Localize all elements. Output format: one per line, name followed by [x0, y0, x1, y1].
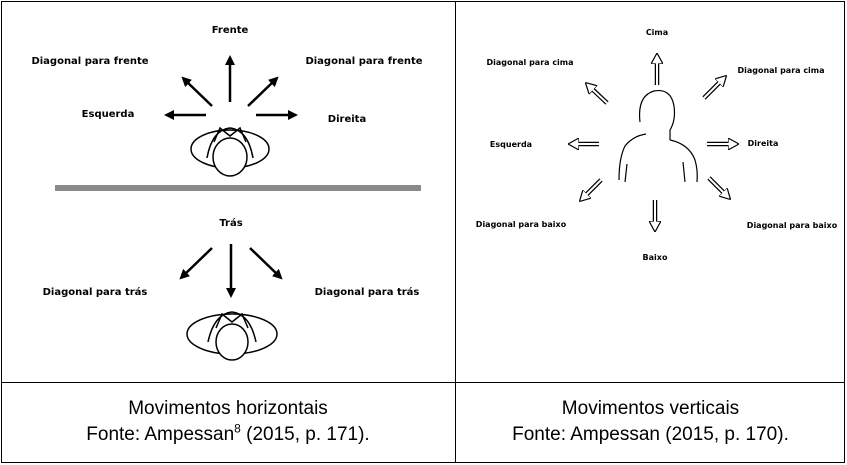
horizontal-movements-diagram: Frente Diagonal para frente Diagonal par… [31, 25, 423, 361]
caption-horizontal-title: Movimentos horizontais [128, 398, 328, 419]
arrow-diagonal-back-right [249, 247, 283, 280]
person-top-view-back [186, 311, 278, 361]
arrow-diagonal-front-right [247, 76, 279, 107]
label-diagonal-back-right: Diagonal para trás [315, 286, 420, 298]
label-right: Direita [328, 114, 366, 125]
label-diagonal-up-right: Diagonal para cima [737, 66, 824, 75]
label-left: Esquerda [82, 109, 135, 120]
label-left: Esquerda [490, 140, 532, 149]
label-diagonal-up-left: Diagonal para cima [486, 58, 573, 67]
person-top-view-front [190, 126, 270, 177]
arrow-diagonal-back-left [179, 247, 213, 280]
arrow-diagonal-front-left [181, 76, 213, 107]
label-down: Baixo [643, 253, 668, 262]
vertical-movements-diagram: Cima Diagonal para cima Diagonal para ci… [476, 28, 838, 262]
footnote-marker[interactable]: 8 [234, 421, 241, 436]
label-back: Trás [219, 217, 242, 229]
label-diagonal-down-right: Diagonal para baixo [747, 221, 838, 230]
caption-vertical-title: Movimentos verticais [561, 398, 740, 419]
back-arrows [179, 244, 283, 298]
caption-horizontal: Movimentos horizontais Fonte: Ampessan8 … [2, 396, 454, 448]
label-diagonal-front-left: Diagonal para frente [31, 56, 148, 67]
wall-bar [55, 185, 421, 191]
label-diagonal-front-right: Diagonal para frente [305, 56, 422, 67]
person-side-view [618, 89, 698, 183]
column-divider [455, 1, 456, 463]
caption-horizontal-source: Fonte: Ampessan8 (2015, p. 171). [86, 421, 370, 445]
caption-vertical: Movimentos verticais Fonte: Ampessan (20… [457, 396, 844, 448]
label-front: Frente [212, 25, 249, 36]
hollow-arrows [573, 58, 734, 227]
label-diagonal-down-left: Diagonal para baixo [476, 220, 567, 229]
front-arrows [164, 55, 298, 120]
label-right: Direita [748, 139, 779, 148]
label-diagonal-back-left: Diagonal para trás [43, 286, 148, 298]
label-up: Cima [646, 28, 668, 37]
caption-vertical-source: Fonte: Ampessan (2015, p. 170). [512, 424, 789, 445]
row-divider [1, 382, 845, 383]
